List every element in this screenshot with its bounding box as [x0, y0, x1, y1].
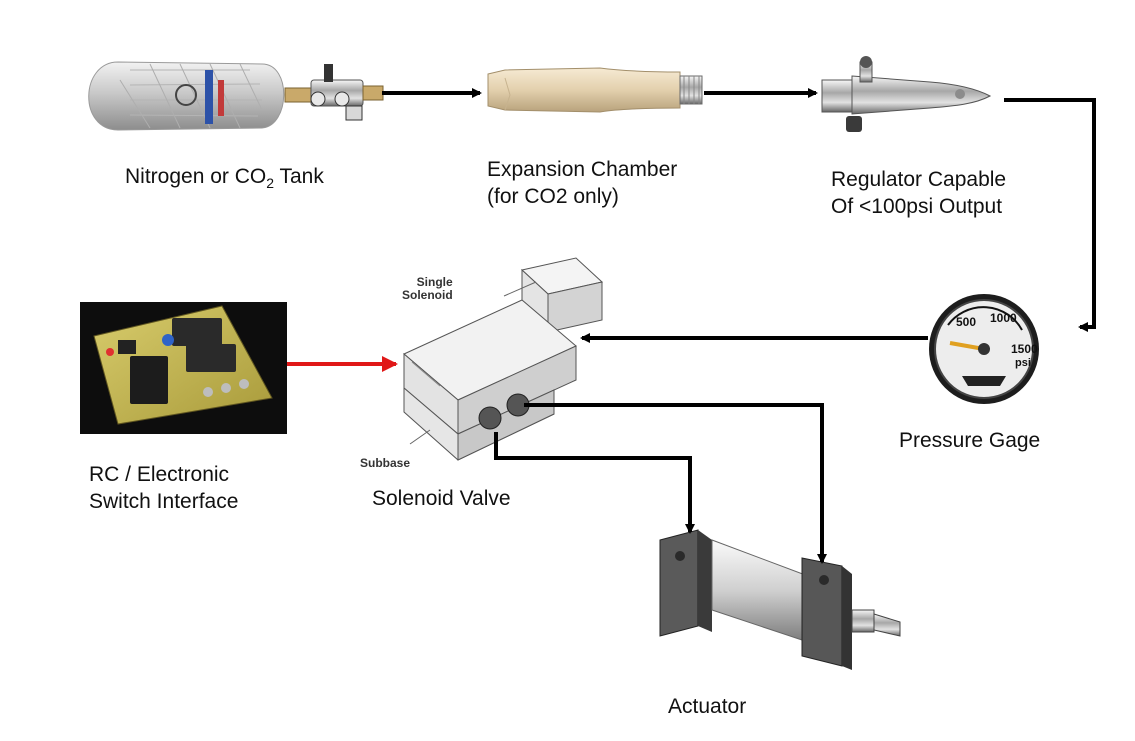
single-solenoid-callout: Single Solenoid	[402, 276, 453, 302]
regulator-label: Regulator Capable Of <100psi Output	[831, 166, 1006, 220]
pressure-gage-label: Pressure Gage	[899, 427, 1040, 454]
switch-interface-image	[80, 302, 287, 434]
regulator-label-line1: Regulator Capable	[831, 166, 1006, 193]
subbase-callout-line	[410, 430, 430, 444]
tank-label: Nitrogen or CO2 Tank	[125, 163, 324, 192]
regulator-label-line2: Of <100psi Output	[831, 193, 1006, 220]
arrow-regulator-to-gage	[1004, 100, 1094, 327]
expansion-chamber-label-line2: (for CO2 only)	[487, 183, 677, 210]
switch-interface-label-line2: Switch Interface	[89, 488, 238, 515]
gage-dial-1500: 1500	[1011, 342, 1038, 356]
expansion-chamber-image	[488, 68, 702, 112]
actuator-image	[660, 530, 900, 670]
nitrogen-tank-image	[89, 62, 383, 130]
solenoid-valve-label: Solenoid Valve	[372, 485, 511, 512]
expansion-chamber-label: Expansion Chamber (for CO2 only)	[487, 156, 677, 210]
gage-dial-unit: psi	[1015, 357, 1031, 369]
gage-dial-500: 500	[956, 315, 976, 329]
single-solenoid-callout-line2: Solenoid	[402, 289, 453, 302]
switch-interface-label: RC / Electronic Switch Interface	[89, 461, 238, 515]
subbase-callout: Subbase	[360, 457, 410, 470]
regulator-image	[822, 56, 990, 132]
arrow-valve-to-actuator-port1	[496, 432, 690, 532]
expansion-chamber-label-line1: Expansion Chamber	[487, 156, 677, 183]
pressure-gage-image: 500 1000 1500 psi	[929, 294, 1039, 404]
gage-dial-1000: 1000	[990, 311, 1017, 325]
switch-interface-label-line1: RC / Electronic	[89, 461, 238, 488]
actuator-label: Actuator	[668, 693, 746, 720]
